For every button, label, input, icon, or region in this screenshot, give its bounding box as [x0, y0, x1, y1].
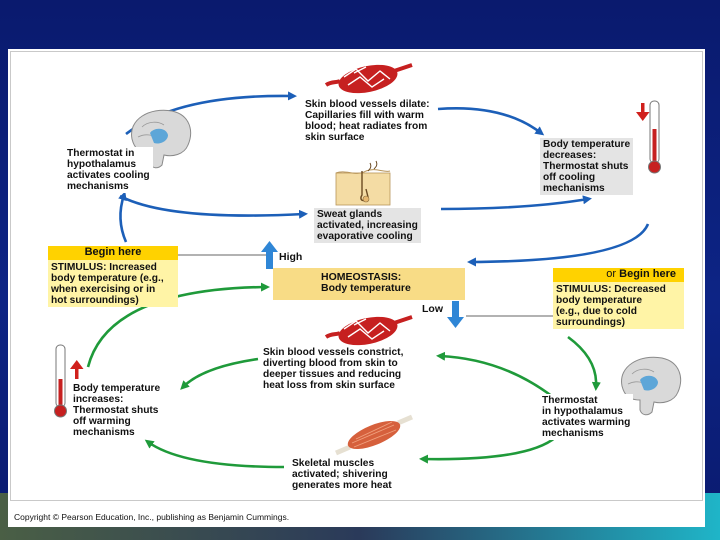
- thermostat-warming-box: Thermostat in hypothalamus activates war…: [539, 394, 634, 440]
- arrow-vessels-to-temp-decrease: [437, 107, 545, 136]
- arrow-vessels-to-temp-increase: [180, 357, 259, 390]
- thermostat-cooling-box: Thermostat in hypothalamus activates coo…: [64, 147, 153, 193]
- arrow-stimulus2-to-thermostat2: [567, 335, 601, 391]
- vessels-constrict-box: Skin blood vessels constrict, diverting …: [260, 346, 407, 392]
- brain-icon: [131, 109, 192, 169]
- begin-here-label: Begin here: [48, 246, 178, 260]
- blood-vessel-icon: [324, 315, 413, 346]
- brain-icon: [621, 356, 682, 416]
- temp-decreases-box: Body temperature decreases: Thermostat s…: [540, 138, 634, 195]
- copyright-notice: Copyright © Pearson Education, Inc., pub…: [14, 512, 290, 522]
- stimulus-decrease-box: or Begin here STIMULUS: Decreased body t…: [553, 268, 684, 329]
- temp-increases-box: Body temperature increases: Thermostat s…: [70, 382, 164, 439]
- arrow-thermostat-to-sweat: [119, 194, 308, 219]
- sweat-glands-box: Sweat glands activated, increasing evapo…: [314, 208, 421, 243]
- vessels-dilate-box: Skin blood vessels dilate: Capillaries f…: [302, 98, 433, 144]
- thermometer-icon: [54, 344, 67, 418]
- skeletal-muscles-box: Skeletal muscles activated; shivering ge…: [289, 457, 395, 492]
- down-arrow-icon: [447, 301, 464, 328]
- arrow-temp-increase-to-center: [86, 282, 270, 368]
- diagram-panel: Thermostat in hypothalamus activates coo…: [8, 49, 705, 527]
- up-arrow-icon: [261, 241, 278, 269]
- skin-sweat-gland-icon: [335, 160, 391, 206]
- blood-vessel-icon: [324, 63, 413, 94]
- arrow-muscles-to-temp-increase: [144, 439, 285, 469]
- stimulus-increase-box: Begin here STIMULUS: Increased body temp…: [48, 246, 178, 307]
- diagram-border: [10, 51, 703, 501]
- temperature-up-arrow-icon: [70, 360, 84, 379]
- arrow-thermostat2-to-vessels: [436, 351, 554, 399]
- arrow-sweat-to-temp-decrease: [440, 195, 592, 211]
- temperature-down-arrow-icon: [636, 103, 650, 121]
- muscle-icon: [335, 414, 413, 456]
- low-label: Low: [422, 303, 443, 315]
- high-label: High: [279, 251, 303, 263]
- arrow-temp-decrease-to-center: [467, 223, 650, 267]
- or-begin-here-label: or Begin here: [553, 268, 684, 282]
- homeostasis-center-box: HOMEOSTASIS: Body temperature: [273, 268, 465, 300]
- diagram-artwork: [54, 63, 682, 469]
- arrow-stimulus-to-thermostat: [118, 191, 128, 243]
- thermometer-icon: [648, 100, 661, 174]
- arrow-thermostat2-to-muscles: [419, 435, 557, 464]
